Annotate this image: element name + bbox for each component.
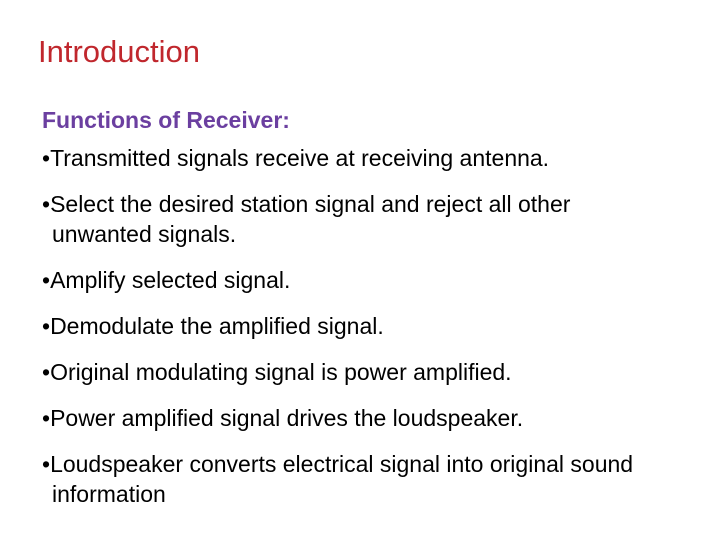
bullet-icon: • bbox=[42, 405, 51, 431]
list-item: •Transmitted signals receive at receivin… bbox=[42, 143, 654, 173]
list-item: •Demodulate the amplified signal. bbox=[42, 311, 654, 341]
bullet-icon: • bbox=[42, 145, 51, 171]
list-item: •Amplify selected signal. bbox=[42, 265, 654, 295]
list-item: •Original modulating signal is power amp… bbox=[42, 357, 654, 387]
list-item: •Select the desired station signal and r… bbox=[42, 189, 654, 249]
functions-bullet-list: •Transmitted signals receive at receivin… bbox=[42, 143, 654, 509]
list-item: •Loudspeaker converts electrical signal … bbox=[42, 449, 654, 509]
bullet-icon: • bbox=[42, 267, 51, 293]
bullet-icon: • bbox=[42, 191, 51, 217]
list-item-text: Power amplified signal drives the loudsp… bbox=[50, 405, 524, 431]
list-item: •Power amplified signal drives the louds… bbox=[42, 403, 654, 433]
list-item-text: Original modulating signal is power ampl… bbox=[50, 359, 512, 385]
list-item-text: Select the desired station signal and re… bbox=[50, 191, 571, 247]
bullet-icon: • bbox=[42, 359, 51, 385]
bullet-icon: • bbox=[42, 451, 51, 477]
slide-body: Functions of Receiver: •Transmitted sign… bbox=[42, 104, 654, 509]
list-item-text: Demodulate the amplified signal. bbox=[50, 313, 384, 339]
page-title: Introduction bbox=[38, 34, 200, 69]
section-heading: Functions of Receiver: bbox=[42, 107, 290, 133]
list-item-text: Loudspeaker converts electrical signal i… bbox=[50, 451, 634, 507]
list-item-text: Amplify selected signal. bbox=[50, 267, 291, 293]
list-item-text: Transmitted signals receive at receiving… bbox=[50, 145, 550, 171]
bullet-icon: • bbox=[42, 313, 51, 339]
